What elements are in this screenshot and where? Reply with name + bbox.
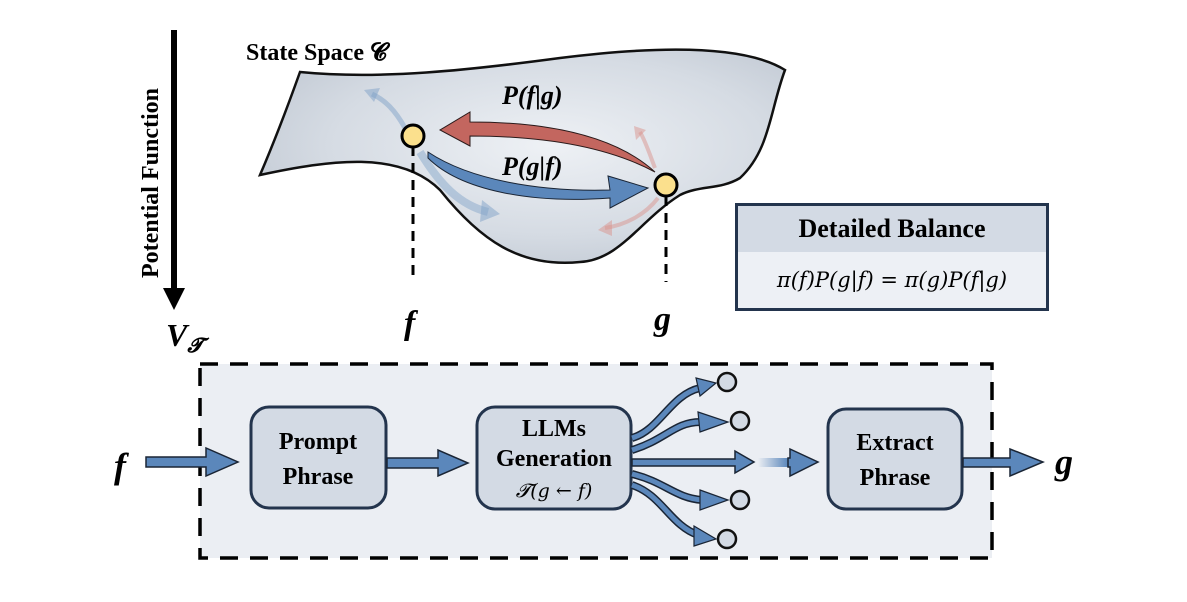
pipeline-output-label: g (1054, 442, 1073, 482)
fan-arrow-4 (631, 471, 703, 503)
faint-arrowhead-icon (480, 200, 500, 222)
node-g-label: g (653, 301, 671, 338)
node-f-label: f (404, 305, 419, 342)
prompt-phrase-line1: Prompt (279, 429, 357, 455)
sample-node (716, 371, 738, 393)
fade-connector (758, 458, 788, 467)
sample-node (729, 489, 751, 511)
fan-arrowhead-icon (693, 524, 718, 547)
extract-phrase-box: Extract Phrase (826, 407, 964, 511)
arrow-forward-label: P(g|f) (501, 152, 563, 181)
llm-line3: 𝓣(g ← f) (516, 480, 593, 502)
arrow-to-extract (787, 447, 820, 478)
input-arrow (145, 446, 240, 478)
arrow-backward (438, 111, 656, 173)
arrow-prompt-to-llm (386, 448, 470, 478)
sample-node (729, 410, 751, 432)
state-space-surface: State Space 𝓒 (246, 40, 787, 265)
faint-arrowhead-icon (598, 220, 612, 236)
extract-phrase-line1: Extract (856, 430, 933, 456)
fan-arrow-5 (631, 482, 699, 538)
llm-generation-rect (475, 405, 633, 511)
node-g: g (653, 172, 679, 338)
fan-arrowhead-icon (699, 489, 730, 511)
state-space-label: State Space 𝓒 (246, 40, 391, 66)
detailed-balance-equation: π(f)P(g|f) = π(g)P(f|g) (776, 268, 1008, 292)
fan-arrow-1 (631, 385, 701, 441)
prompt-phrase-line2: Phrase (283, 464, 354, 490)
potential-axis-label: Potential Function (138, 88, 164, 278)
surface-shape (257, 48, 787, 265)
llm-generation-box: LLMs Generation 𝓣(g ← f) (475, 405, 633, 511)
detailed-balance-title: Detailed Balance (738, 206, 1046, 252)
fan-arrow-3 (631, 449, 756, 475)
prompt-phrase-rect (249, 405, 388, 510)
node-f-circle (400, 123, 426, 149)
pipeline-input-label: f (114, 446, 129, 486)
faint-arrowhead-icon (634, 126, 646, 140)
sample-node (716, 528, 738, 550)
prompt-phrase-box: Prompt Phrase (249, 405, 388, 510)
faint-arrowhead-icon (364, 88, 380, 102)
faint-arrow-f-down (416, 149, 490, 216)
llm-line1: LLMs (522, 416, 586, 442)
extract-phrase-line2: Phrase (860, 465, 931, 491)
fan-arrowhead-icon (695, 377, 718, 398)
llm-line2: Generation (496, 446, 612, 472)
fan-out-arrows (630, 371, 756, 550)
potential-symbol: V𝓣 (166, 317, 210, 357)
detailed-balance-box: Detailed Balance π(f)P(g|f) = π(g)P(f|g) (735, 203, 1049, 311)
arrow-down-icon (163, 288, 185, 310)
arrow-backward-label: P(f|g) (501, 81, 563, 110)
fan-arrowhead-icon (697, 411, 730, 433)
extract-phrase-rect (826, 407, 964, 511)
output-arrow (962, 447, 1045, 478)
arrow-forward (427, 151, 650, 209)
node-g-circle (653, 172, 679, 198)
potential-axis: Potential Function V𝓣 (138, 30, 210, 357)
fan-arrow-2 (631, 419, 701, 453)
node-f: f (400, 123, 426, 342)
